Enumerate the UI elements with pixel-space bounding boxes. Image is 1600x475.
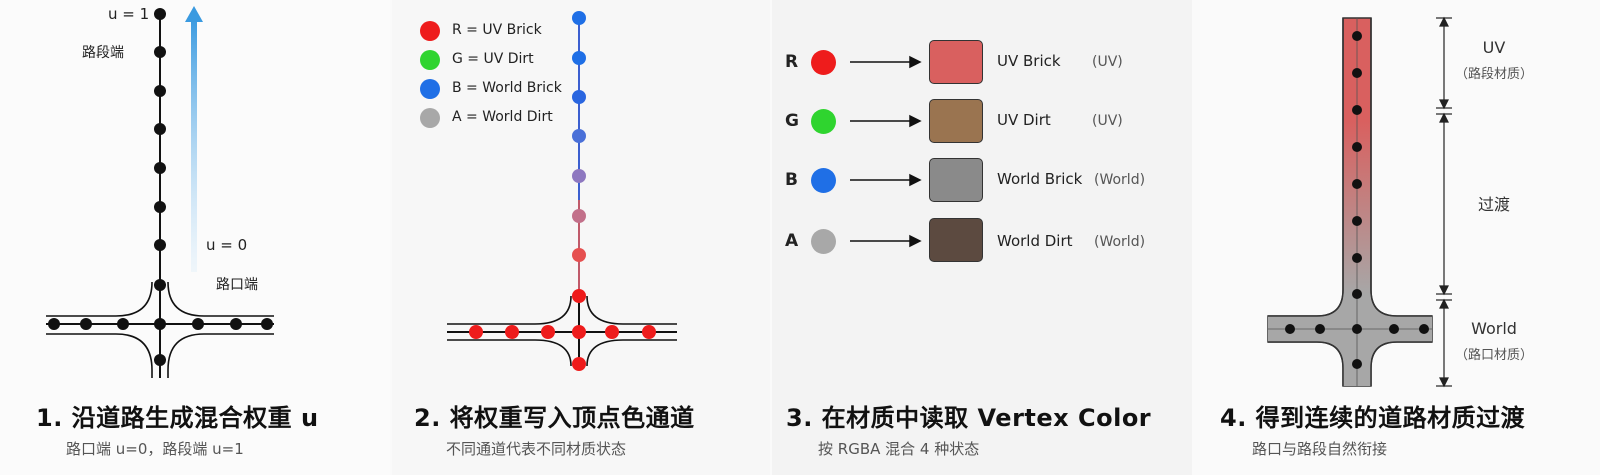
legend-dot-green bbox=[420, 50, 440, 70]
panel-3-arrows bbox=[850, 55, 922, 248]
road-vertex-dots bbox=[1285, 31, 1429, 369]
legend-dot-blue bbox=[420, 79, 440, 99]
material-world-dirt: World Dirt bbox=[997, 232, 1073, 250]
legend-item-a: A = World Dirt bbox=[452, 109, 553, 125]
caption-title-4: 4. 得到连续的道路材质过渡 bbox=[1220, 404, 1526, 432]
caption-title-1: 1. 沿道路生成混合权重 u bbox=[36, 404, 319, 432]
caption-sub-3: 按 RGBA 混合 4 种状态 bbox=[818, 440, 980, 458]
caption-title-2: 2. 将权重写入顶点色通道 bbox=[414, 404, 695, 432]
channel-letter-r: R bbox=[785, 52, 799, 72]
legend-item-g: G = UV Dirt bbox=[452, 51, 534, 67]
label-road-end: 路段端 bbox=[82, 45, 124, 61]
caption-title-3: 3. 在材质中读取 Vertex Color bbox=[786, 404, 1152, 432]
zone-label-world: World bbox=[1471, 319, 1517, 338]
space-world-2: (World) bbox=[1094, 234, 1146, 250]
zone-dimension-lines bbox=[1436, 16, 1452, 388]
caption-sub-2: 不同通道代表不同材质状态 bbox=[446, 440, 627, 458]
panel-4-diagram bbox=[1267, 16, 1452, 388]
space-uv-1: (UV) bbox=[1092, 54, 1123, 70]
zone-label-uv: UV bbox=[1482, 38, 1506, 57]
channel-letter-b: B bbox=[785, 170, 798, 190]
curb-top-right bbox=[167, 281, 274, 317]
swatch-uv-brick bbox=[929, 40, 983, 84]
channel-letter-a: A bbox=[785, 231, 799, 251]
legend-item-r: R = UV Brick bbox=[452, 22, 542, 38]
label-u0: u = 0 bbox=[206, 236, 248, 254]
panel-4-background bbox=[1194, 0, 1600, 475]
swatch-world-dirt bbox=[929, 218, 983, 262]
space-world-1: (World) bbox=[1094, 172, 1146, 188]
channel-dot-a bbox=[811, 229, 836, 254]
channel-dot-b bbox=[811, 168, 836, 193]
vertex-dots bbox=[48, 8, 273, 366]
channel-dot-g bbox=[811, 109, 836, 134]
material-world-brick: World Brick bbox=[997, 170, 1083, 188]
colored-vertex-dots bbox=[469, 11, 656, 371]
curb-bottom-left bbox=[46, 333, 153, 378]
material-uv-dirt: UV Dirt bbox=[997, 111, 1051, 129]
curb-bottom-right bbox=[167, 333, 274, 378]
channel-letter-g: G bbox=[785, 111, 799, 131]
label-u1: u = 1 bbox=[108, 5, 150, 23]
panel-1-diagram bbox=[46, 6, 274, 378]
channel-dot-r bbox=[811, 50, 836, 75]
direction-arrow-shaft bbox=[191, 18, 197, 272]
caption-sub-1: 路口端 u=0，路段端 u=1 bbox=[66, 440, 244, 458]
caption-sub-4: 路口与路段自然衔接 bbox=[1252, 440, 1388, 458]
swatch-uv-dirt bbox=[929, 99, 983, 143]
material-uv-brick: UV Brick bbox=[997, 52, 1061, 70]
panel-2-diagram bbox=[447, 11, 677, 371]
label-intersection-end: 路口端 bbox=[216, 277, 258, 293]
swatch-world-brick bbox=[929, 158, 983, 202]
zone-label-transition: 过渡 bbox=[1477, 195, 1510, 214]
curb-top-left bbox=[46, 281, 153, 317]
legend-dot-gray bbox=[420, 108, 440, 128]
space-uv-2: (UV) bbox=[1092, 113, 1123, 129]
legend-item-b: B = World Brick bbox=[452, 80, 562, 96]
zone-sub-world: （路口材质） bbox=[1454, 348, 1533, 363]
legend-dot-red bbox=[420, 21, 440, 41]
zone-sub-uv: （路段材质） bbox=[1454, 67, 1533, 82]
panel-2-background bbox=[392, 0, 770, 475]
direction-arrow-head bbox=[185, 6, 203, 22]
